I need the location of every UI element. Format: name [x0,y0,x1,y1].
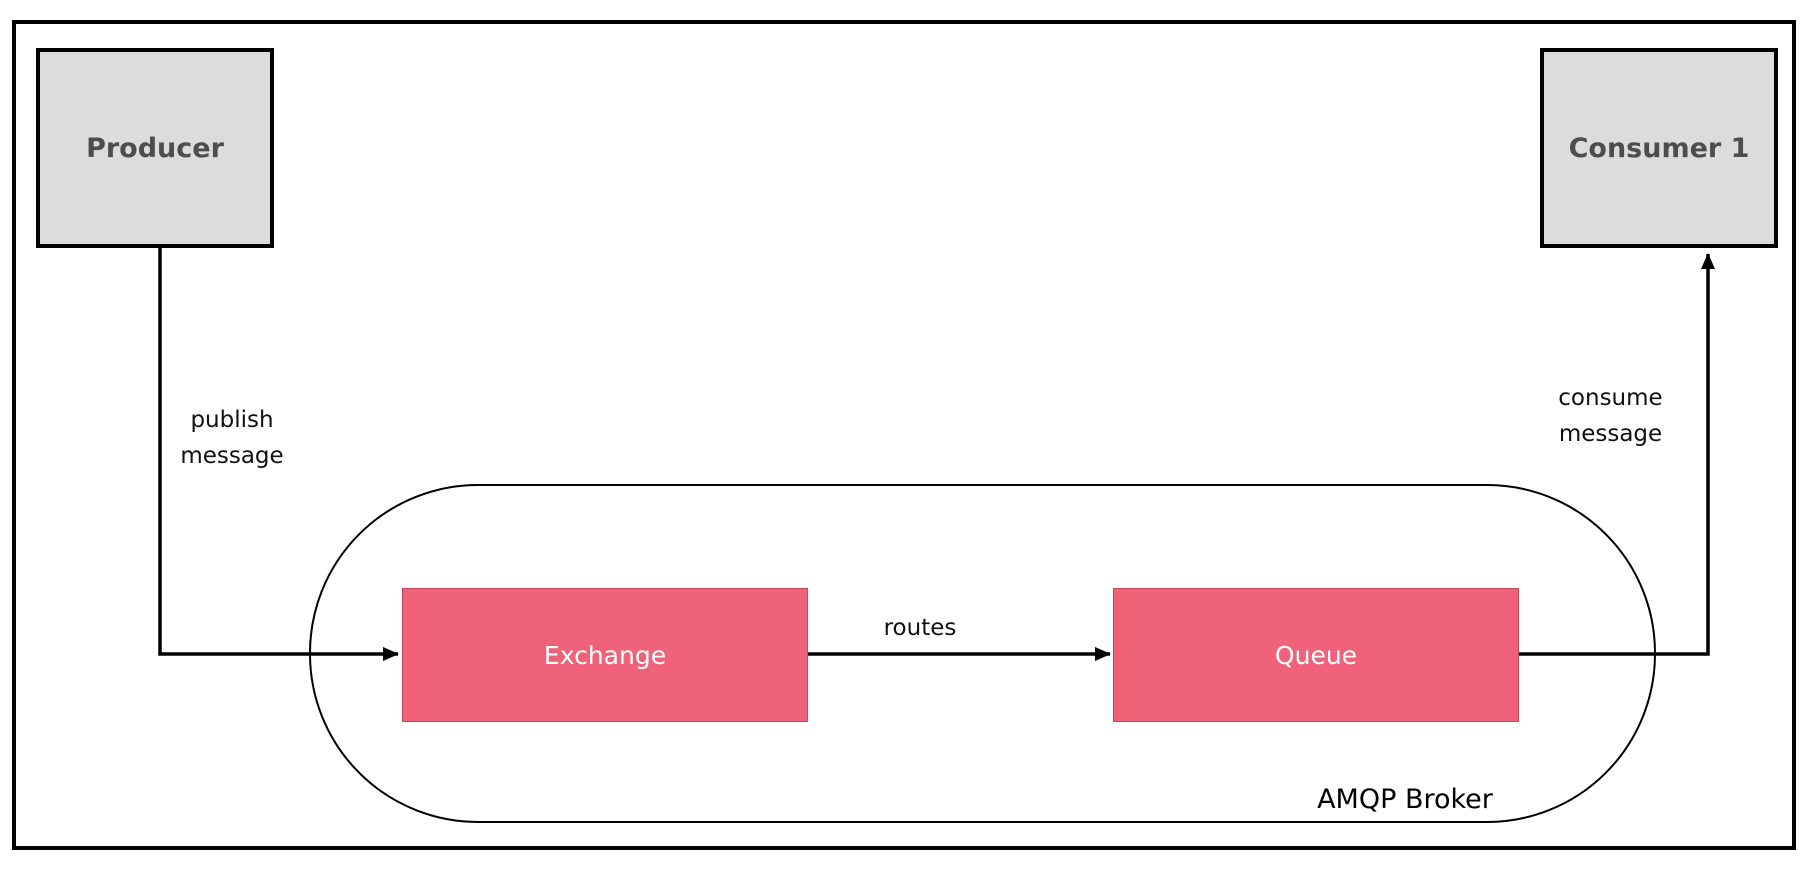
publish-label-line2: message [180,443,284,469]
consume-label-line2: message [1558,421,1663,447]
diagram-frame [12,20,1796,850]
publish-edge [158,246,399,661]
consume-edge-label: consume message [1548,380,1673,452]
consumer-label: Consumer 1 [1568,132,1750,164]
publish-label-line1: publish [190,407,274,433]
routes-edge-label: routes [870,610,970,646]
queue-label: Queue [1274,640,1358,670]
routes-label-text: routes [883,615,957,641]
consume-edge [1519,253,1715,656]
producer-label: Producer [86,132,224,164]
publish-edge-label: publish message [172,402,292,474]
consumer-node[interactable]: Consumer 1 [1540,48,1778,248]
exchange-label: Exchange [543,640,667,670]
broker-label: AMQP Broker [1305,784,1505,816]
broker-label-text: AMQP Broker [1317,784,1493,815]
producer-node[interactable]: Producer [36,48,274,248]
exchange-node[interactable]: Exchange [402,588,808,722]
queue-node[interactable]: Queue [1113,588,1519,722]
consume-label-line1: consume [1558,385,1663,411]
